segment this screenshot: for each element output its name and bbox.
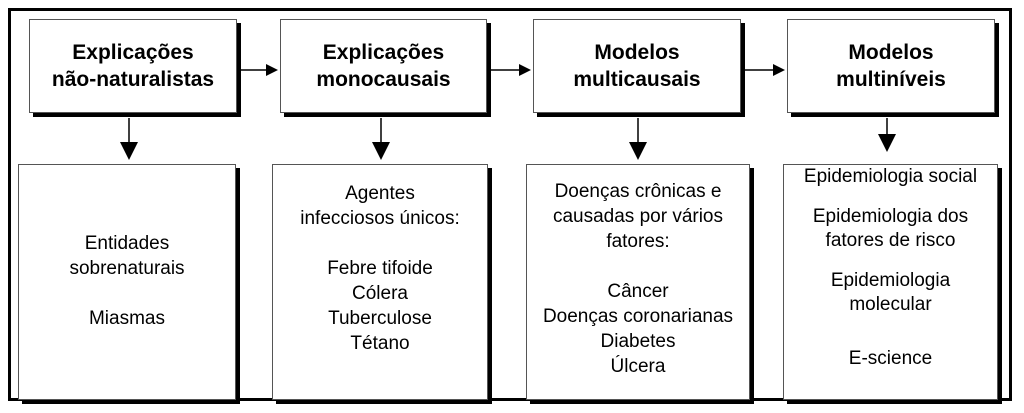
arrow-down-3 [629,118,647,160]
header-line: multicausais [573,68,701,91]
arrow-down-1 [120,118,138,160]
content-box-monocausais: Agentes infecciosos únicos: Febre tifoid… [272,164,488,400]
content-line: molecular [849,294,932,315]
content-line: fatores: [606,231,670,252]
content-line: Epidemiologia social [803,166,978,187]
content-line: Diabetes [600,331,676,352]
arrow-right-2 [491,64,531,76]
header-line: Modelos [594,41,680,64]
header-line: não-naturalistas [51,68,215,91]
content-line: Miasmas [88,308,165,329]
diagram-frame [8,8,1012,401]
content-line: E-science [848,348,933,369]
content-line: Agentes [345,183,415,204]
content-line: Doenças crônicas e [554,181,722,202]
header-box-multicausais: Modelos multicausais [533,19,741,113]
content-line: Úlcera [610,356,666,377]
content-line: Epidemiologia [830,270,951,291]
header-line: Modelos [848,41,934,64]
header-line: multiníveis [836,68,946,91]
arrow-down-2 [372,118,390,160]
arrow-down-4 [878,118,896,152]
content-box-multicausais: Doenças crônicas e causadas por vários f… [526,164,750,400]
content-line: fatores de risco [825,230,956,251]
header-box-nao-naturalistas: Explicações não-naturalistas [29,19,237,113]
arrow-right-3 [745,64,785,76]
header-box-multiniveis: Modelos multiníveis [787,19,995,113]
header-line: monocausais [316,68,451,91]
content-box-multiniveis: Epidemiologia social Epidemiologia dos f… [783,164,998,400]
header-line: Explicações [72,41,194,64]
content-line: Entidades [84,233,170,254]
content-line: Febre tifoide [327,258,433,279]
content-line: Tétano [350,333,410,354]
content-line: sobrenaturais [69,258,185,279]
arrow-right-1 [241,64,278,76]
content-box-nao-naturalistas: Entidades sobrenaturais Miasmas [18,164,236,400]
content-line: Cólera [352,283,408,304]
content-line: Câncer [607,281,669,302]
header-line: Explicações [322,41,445,64]
content-line: Epidemiologia dos [812,206,969,227]
content-line: causadas por vários [552,206,724,227]
content-line: Tuberculose [328,308,432,329]
content-line: Doenças coronarianas [542,306,734,327]
header-box-monocausais: Explicações monocausais [280,19,487,113]
content-line: infecciosos únicos: [300,208,460,229]
